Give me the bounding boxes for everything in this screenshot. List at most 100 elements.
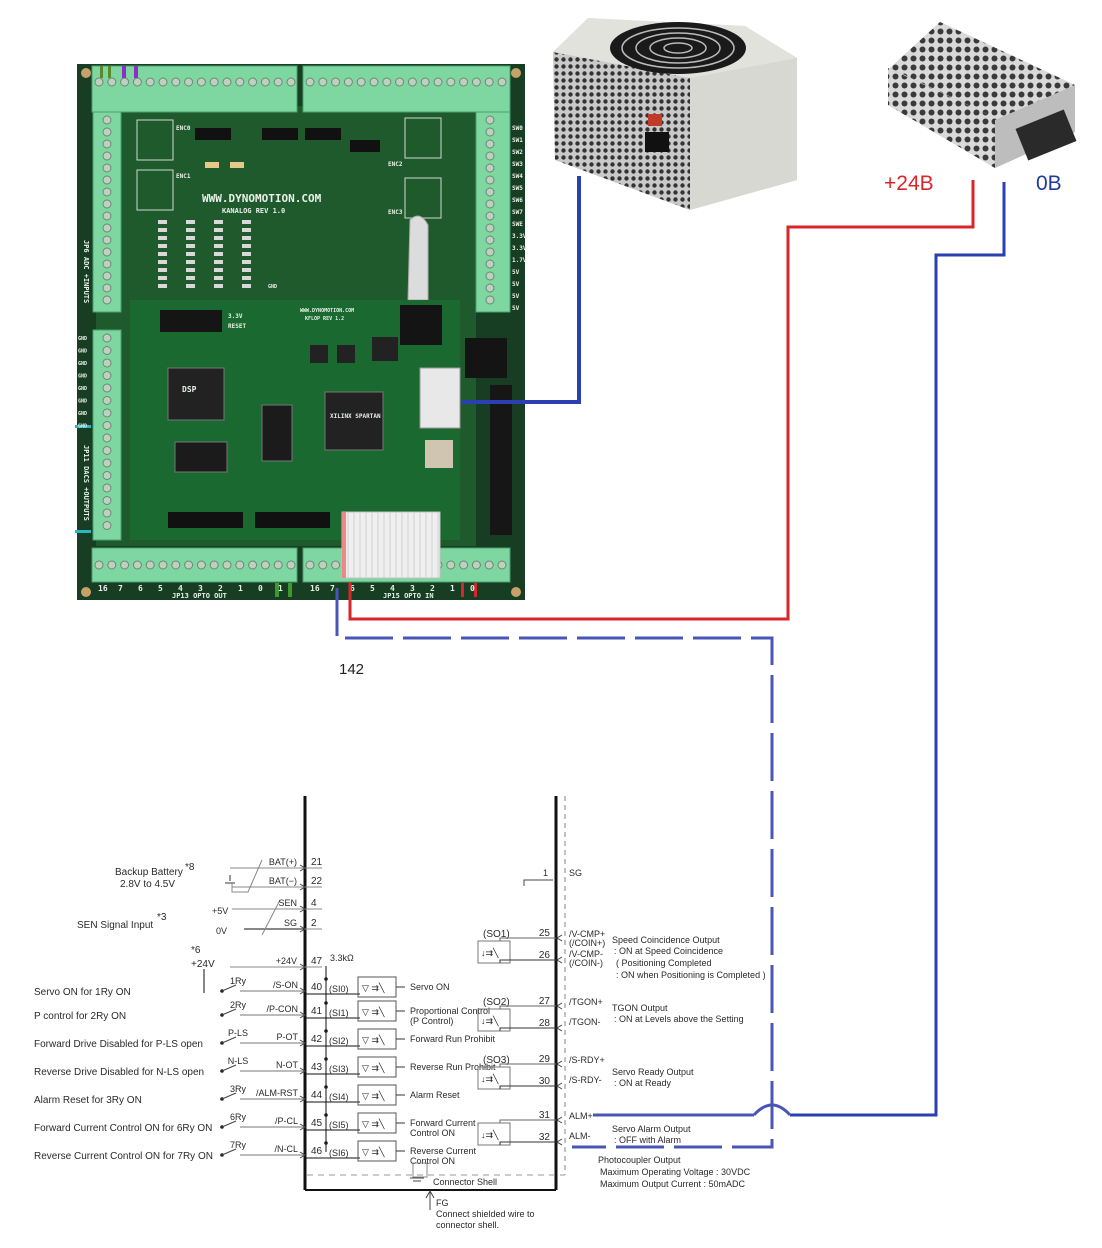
signal-b2: (/COIN-) — [569, 958, 603, 968]
relay-label: N-LS — [228, 1056, 249, 1066]
resistor — [242, 284, 251, 288]
signal-b: ALM- — [569, 1131, 591, 1141]
output-wire-a — [499, 1063, 556, 1067]
relay-switch — [221, 1148, 237, 1156]
resistor — [158, 236, 167, 240]
jp13-pin-number: 16 — [98, 584, 108, 593]
terminal-screw — [107, 560, 117, 570]
terminal-screw — [286, 560, 296, 570]
gnd-pin-label: GND — [78, 424, 87, 430]
terminal-screw — [369, 77, 379, 87]
terminal-screw — [485, 271, 495, 281]
terminal-screw — [395, 77, 405, 87]
battery-note: *8 — [185, 862, 195, 873]
output-wire-b — [499, 1085, 556, 1089]
terminal-screw — [102, 333, 112, 343]
psu-side — [690, 58, 797, 210]
terminal-screw — [184, 77, 194, 87]
pin-signal-label: SG — [284, 918, 297, 928]
gnd-pin-label: GND — [78, 399, 87, 405]
terminal-screw — [132, 77, 142, 87]
idc-header — [255, 512, 330, 528]
jp-header — [160, 310, 222, 332]
terminal-screw — [102, 358, 112, 368]
jp15-pin-number: 0 — [470, 584, 475, 593]
ic-chip — [262, 128, 298, 140]
resistor — [242, 268, 251, 272]
terminal-screw — [382, 77, 392, 87]
resistor — [242, 252, 251, 256]
optocoupler-icon: ↓⇉╲ — [481, 1073, 499, 1085]
jp13-pin-number: 7 — [118, 584, 123, 593]
terminal-screw — [485, 235, 495, 245]
signal-a2: (/COIN+) — [569, 938, 605, 948]
jp13-pin-number: 0 — [258, 584, 263, 593]
fan-grill — [621, 27, 735, 69]
jp13-pin-number: 1 — [278, 584, 283, 593]
pin-number: 46 — [311, 1146, 323, 1157]
kanalog-board: ENC0 ENC1 ENC2 ENC3 WWW.DYNOMOTION.COM K… — [75, 64, 527, 600]
output-optocoupler — [477, 940, 511, 964]
psu-fan — [610, 22, 746, 74]
output-row: (SO1)↓⇉╲2526/V-CMP+(/COIN+)/V-CMP-(/COIN… — [477, 928, 766, 980]
wire-stub-green — [100, 66, 103, 78]
fan-grill — [635, 32, 721, 64]
relay-label: 3Ry — [230, 1084, 247, 1094]
pin-number: 44 — [311, 1090, 323, 1101]
fg-arrow-head — [425, 1189, 435, 1199]
terminal-screw — [222, 560, 232, 570]
psu24-terminal-block — [1015, 109, 1077, 161]
sdram-chip — [261, 404, 293, 462]
terminal-screw — [102, 235, 112, 245]
terminal-screw — [248, 77, 258, 87]
atx-power-supply — [553, 18, 797, 210]
input-row: Forward Drive Disabled for P-LS openP-LS… — [34, 1028, 496, 1050]
output-wire-b — [499, 1027, 556, 1031]
output-line2: ( Positioning Completed — [616, 958, 712, 968]
terminal-screw — [158, 77, 168, 87]
right-pin-label: 5V — [512, 281, 520, 288]
jp13-pin-number: 1 — [238, 584, 243, 593]
terminal-screw — [485, 163, 495, 173]
jp15-pin-number: 2 — [430, 584, 435, 593]
optocoupler-icon: ▽ ⇉╲ — [362, 1062, 385, 1074]
input-row: Reverse Current Control ON for 7Ry ON7Ry… — [34, 1140, 477, 1166]
reset-label: RESET — [228, 323, 246, 330]
wire-note: 142 — [339, 661, 364, 678]
relay-switch — [221, 1008, 237, 1016]
ribbon-red-edge — [342, 512, 346, 578]
pin-signal-label: +24V — [276, 956, 297, 966]
so-label: (SO1) — [483, 929, 510, 940]
signal-a: /S-RDY+ — [569, 1055, 605, 1065]
right-pin-label: SW1 — [512, 137, 523, 144]
terminal-screw — [459, 77, 469, 87]
pin-arrow — [556, 956, 563, 964]
terminal-screw — [102, 346, 112, 355]
enc1-connector — [136, 169, 174, 211]
label-plus-24v: +24B — [884, 172, 934, 195]
jp15-pin-number: 7 — [330, 584, 335, 593]
battery-range: 2.8V to 4.5V — [120, 879, 175, 890]
capacitor — [205, 162, 219, 168]
pin-arrow — [556, 1024, 563, 1032]
function-label: Reverse Run Prohibit — [410, 1062, 496, 1072]
terminal-screw — [196, 560, 206, 570]
jp13-pin-number: 3 — [198, 584, 203, 593]
resistor — [186, 244, 195, 248]
terminal-screw — [171, 77, 181, 87]
flash-chip — [174, 441, 228, 473]
enc0-connector — [136, 119, 174, 161]
input-description: P control for 2Ry ON — [34, 1011, 126, 1022]
photocoupler-line1: Maximum Operating Voltage : 30VDC — [600, 1167, 751, 1177]
resistor — [242, 220, 251, 224]
wire-stub-green — [288, 583, 292, 597]
resistor — [242, 236, 251, 240]
wire-stub-red — [474, 583, 477, 597]
input-row: Forward Current Control ON for 6Ry ON6Ry… — [34, 1112, 476, 1138]
terminal-screw — [235, 77, 245, 87]
capacitor — [230, 162, 244, 168]
